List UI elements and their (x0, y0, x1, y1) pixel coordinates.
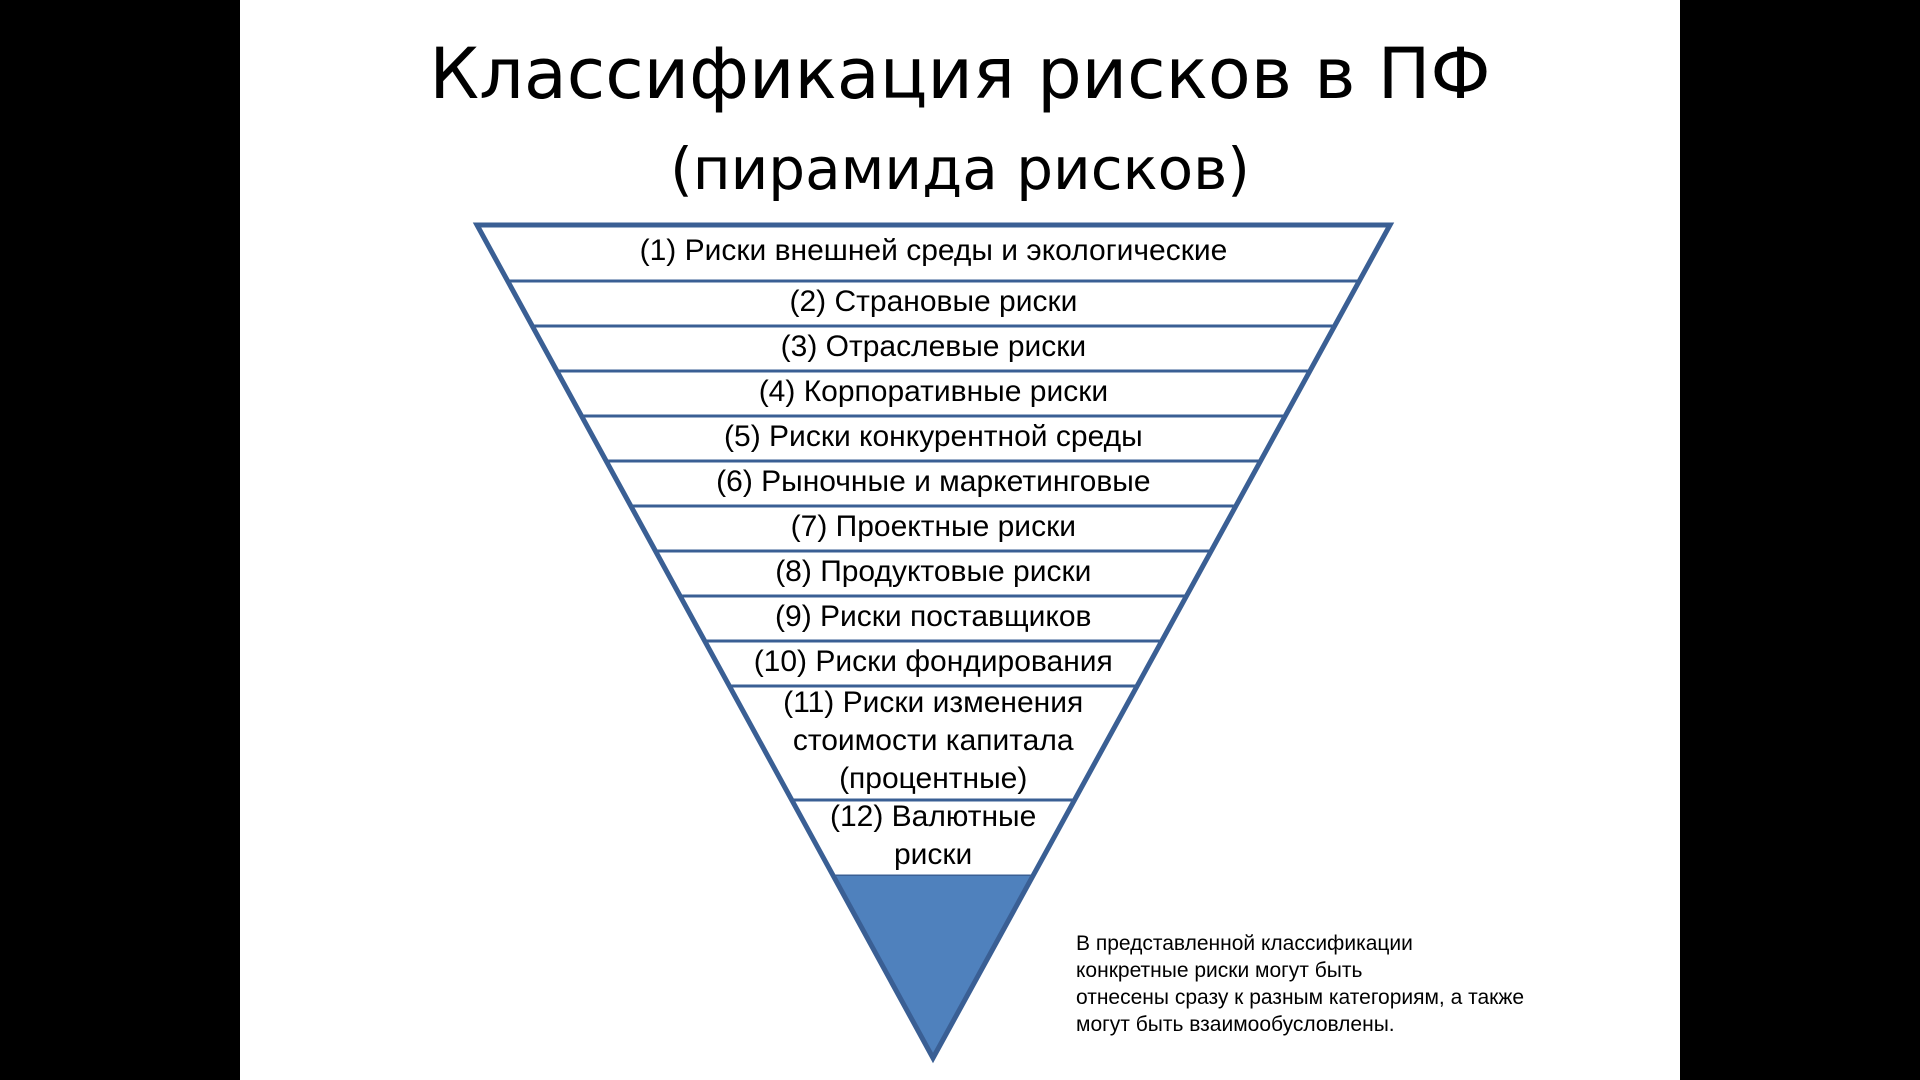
tier-label-line: (9) Риски поставщиков (775, 599, 1092, 633)
tier-label-line: (3) Отраслевые риски (780, 329, 1087, 363)
tier-label-line: (7) Проектные риски (790, 509, 1076, 543)
tier-label-line: (11) Риски изменения (783, 686, 1084, 719)
tier-label: (2) Страновые риски (633, 284, 1233, 318)
tier-label-line: (процентные) (839, 762, 1028, 795)
tier-label-line: (1) Риски внешней среды и экологические (639, 234, 1228, 267)
classification-note: В представленной классификации конкретны… (1076, 930, 1636, 1038)
tier-label: (6) Рыночные и маркетинговые (633, 464, 1233, 498)
tier-label-line: риски (893, 838, 973, 871)
tier-label: (1) Риски внешней среды и экологические (633, 236, 1233, 266)
tier-label-line: (8) Продуктовые риски (775, 554, 1092, 588)
tier-label-line: (5) Риски конкурентной среды (724, 419, 1143, 453)
tier-label: (8) Продуктовые риски (633, 554, 1233, 588)
tier-label: (3) Отраслевые риски (633, 329, 1233, 363)
pyramid-outline (472, 222, 1395, 1064)
tier-label: (12) Валютные риски (633, 798, 1233, 874)
tier-label-line: (6) Рыночные и маркетинговые (716, 464, 1151, 498)
note-line: отнесены сразу к разным категориям, а та… (1076, 986, 1525, 1009)
slide-subtitle: (пирамида рисков) (670, 135, 1250, 203)
slide: Классификация рисков в ПФ (пирамида риск… (240, 0, 1680, 1080)
tier-label: (11) Риски изменения стоимости капитала (п… (633, 684, 1233, 798)
tier-label-line: (4) Корпоративные риски (758, 374, 1109, 408)
slide-title: Классификация рисков в ПФ (429, 33, 1491, 115)
tier-label-line: (2) Страновые риски (789, 284, 1078, 318)
note-line: В представленной классификации (1076, 932, 1413, 955)
tier-label-line: стоимости капитала (792, 724, 1074, 757)
tier-label-line: (10) Риски фондирования (753, 644, 1113, 678)
note-line: могут быть взаимообусловлены. (1076, 1013, 1395, 1036)
tier-label: (4) Корпоративные риски (633, 374, 1233, 408)
tier-label: (9) Риски поставщиков (633, 599, 1233, 633)
tier-label: (10) Риски фондирования (633, 644, 1233, 678)
risk-pyramid (472, 222, 1395, 1064)
tier-label: (7) Проектные риски (633, 509, 1233, 543)
tier-label-line: (12) Валютные (829, 800, 1037, 833)
note-line: конкретные риски могут быть (1076, 959, 1363, 982)
tier-label: (5) Риски конкурентной среды (633, 419, 1233, 453)
pyramid-tip (833, 876, 1033, 1058)
